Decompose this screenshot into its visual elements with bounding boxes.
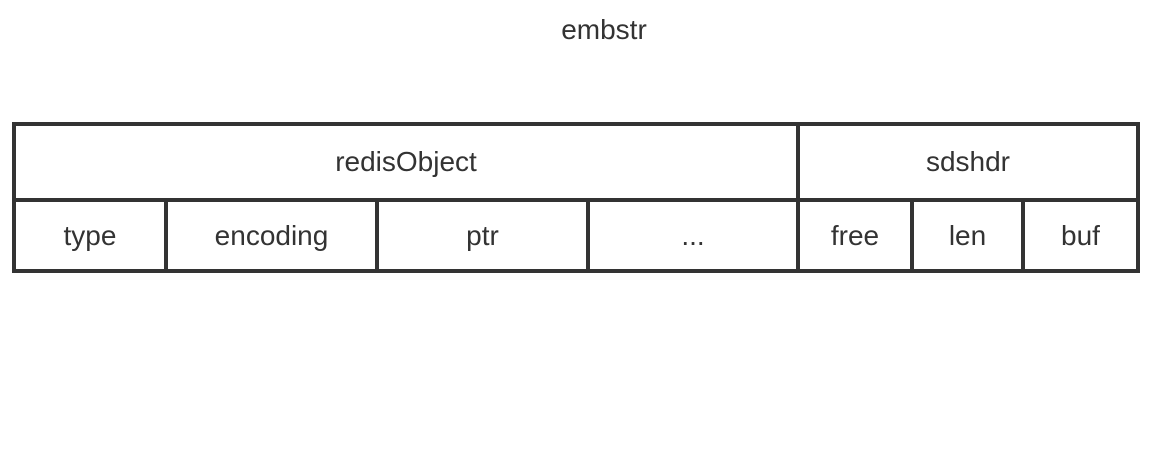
field-cell-ellipsis: ...	[590, 202, 796, 269]
header-cell-redisobject: redisObject	[16, 126, 796, 198]
field-cell-buf: buf	[1025, 202, 1136, 269]
field-cell-encoding: encoding	[168, 202, 375, 269]
field-cell-ptr: ptr	[379, 202, 586, 269]
embstr-structure-table: redisObject sdshdr type encoding ptr ...…	[12, 122, 1140, 273]
diagram-title: embstr	[561, 14, 647, 45]
field-cell-len: len	[914, 202, 1021, 269]
header-cell-sdshdr: sdshdr	[800, 126, 1136, 198]
field-cell-type: type	[16, 202, 164, 269]
field-cell-free: free	[800, 202, 910, 269]
